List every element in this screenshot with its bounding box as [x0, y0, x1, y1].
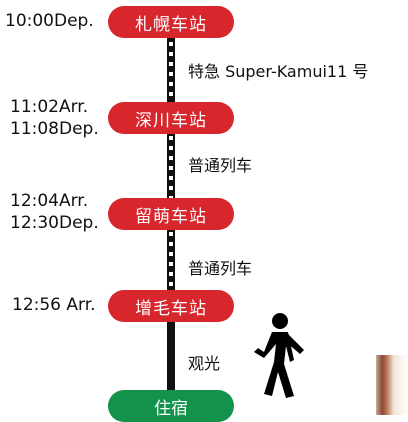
station-rumoi: 留萌车站 [108, 198, 234, 230]
time-rumoi: 12:04Arr. 12:30Dep. [10, 190, 99, 234]
station-mashike: 增毛车站 [108, 290, 234, 322]
time-arrival: 12:04Arr. [10, 191, 89, 211]
time-fukagawa: 11:02Arr. 11:08Dep. [10, 96, 99, 140]
segment-label-express: 特急 Super-Kamui11 号 [188, 62, 369, 81]
route-line-segment-2 [167, 130, 175, 200]
route-line-segment-4 [167, 316, 175, 392]
time-departure: 12:30Dep. [10, 213, 99, 233]
destination-name: 住宿 [154, 398, 188, 419]
time-departure: 10:00Dep. [5, 11, 94, 31]
time-departure: 11:08Dep. [10, 119, 99, 139]
segment-label-sightseeing: 观光 [188, 354, 221, 373]
time-sapporo: 10:00Dep. [5, 10, 94, 32]
walking-person-icon [254, 313, 304, 398]
segment-label-local-1: 普通列车 [188, 156, 253, 175]
time-arrival: 12:56 Arr. [12, 295, 96, 315]
station-fukagawa: 深川车站 [108, 102, 234, 134]
time-mashike: 12:56 Arr. [12, 294, 96, 316]
station-name: 深川车站 [135, 110, 207, 131]
photo-thumbnail [376, 355, 408, 415]
route-line-segment-1 [167, 36, 175, 102]
station-name: 增毛车站 [135, 298, 207, 319]
station-name: 留萌车站 [135, 206, 207, 227]
destination-lodging: 住宿 [108, 390, 234, 422]
segment-label-local-2: 普通列车 [188, 259, 253, 278]
station-sapporo: 札幌车站 [108, 6, 234, 38]
time-arrival: 11:02Arr. [10, 97, 89, 117]
station-name: 札幌车站 [135, 14, 207, 35]
route-line-segment-3 [167, 226, 175, 296]
